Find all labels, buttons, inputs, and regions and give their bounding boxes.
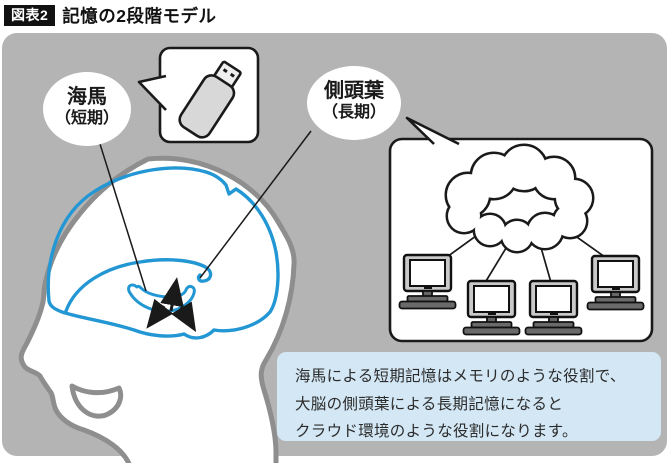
memory-spread-arrows bbox=[146, 277, 197, 333]
caption-line: 海馬による短期記憶はメモリのような役割で、 bbox=[295, 368, 626, 385]
computer-icon bbox=[398, 253, 457, 310]
figure-number-badge: 図表2 bbox=[4, 4, 56, 27]
temporal-lobe-label-qualifier: （長期） bbox=[321, 103, 386, 121]
usb-callout-tail bbox=[137, 74, 167, 111]
temporal-lobe-label: 側頭葉 （長期） bbox=[305, 80, 403, 122]
caption-box: 海馬による短期記憶はメモリのような役割で、 大脳の側頭葉による長期記憶になると … bbox=[277, 352, 661, 441]
figure-header: 図表2 記憶の2段階モデル bbox=[4, 3, 217, 28]
hippocampus-label: 海馬 （短期） bbox=[43, 86, 131, 128]
caption-line: 大脳の側頭葉による長期記憶になると bbox=[295, 395, 564, 413]
computer-icon bbox=[462, 279, 521, 336]
hippocampus-label-bubble bbox=[43, 72, 131, 146]
computer-icon bbox=[586, 254, 645, 311]
temporal-lobe-label-bubble bbox=[307, 66, 401, 140]
temporal-lobe-curve bbox=[64, 258, 213, 313]
arrow-down-right-icon bbox=[171, 301, 197, 333]
cloud-icon bbox=[444, 143, 595, 254]
caption-line: クラウド環境のような役割になります。 bbox=[295, 423, 578, 440]
figure-title: 記憶の2段階モデル bbox=[62, 6, 217, 26]
computer-icon bbox=[524, 279, 583, 336]
hippocampus-leader-line bbox=[99, 143, 147, 292]
cloud-callout-tail bbox=[405, 116, 460, 146]
temporal-lobe-label-name: 側頭葉 bbox=[324, 80, 384, 102]
hippocampus-label-name: 海馬 bbox=[67, 86, 107, 108]
temporal-lobe-leader-line bbox=[199, 130, 312, 279]
usb-memory-icon bbox=[178, 60, 242, 139]
arrow-down-left-icon bbox=[146, 298, 174, 329]
brain-outline bbox=[46, 166, 280, 340]
hippocampus-label-qualifier: （短期） bbox=[54, 109, 119, 127]
mouth-shape bbox=[69, 383, 124, 419]
